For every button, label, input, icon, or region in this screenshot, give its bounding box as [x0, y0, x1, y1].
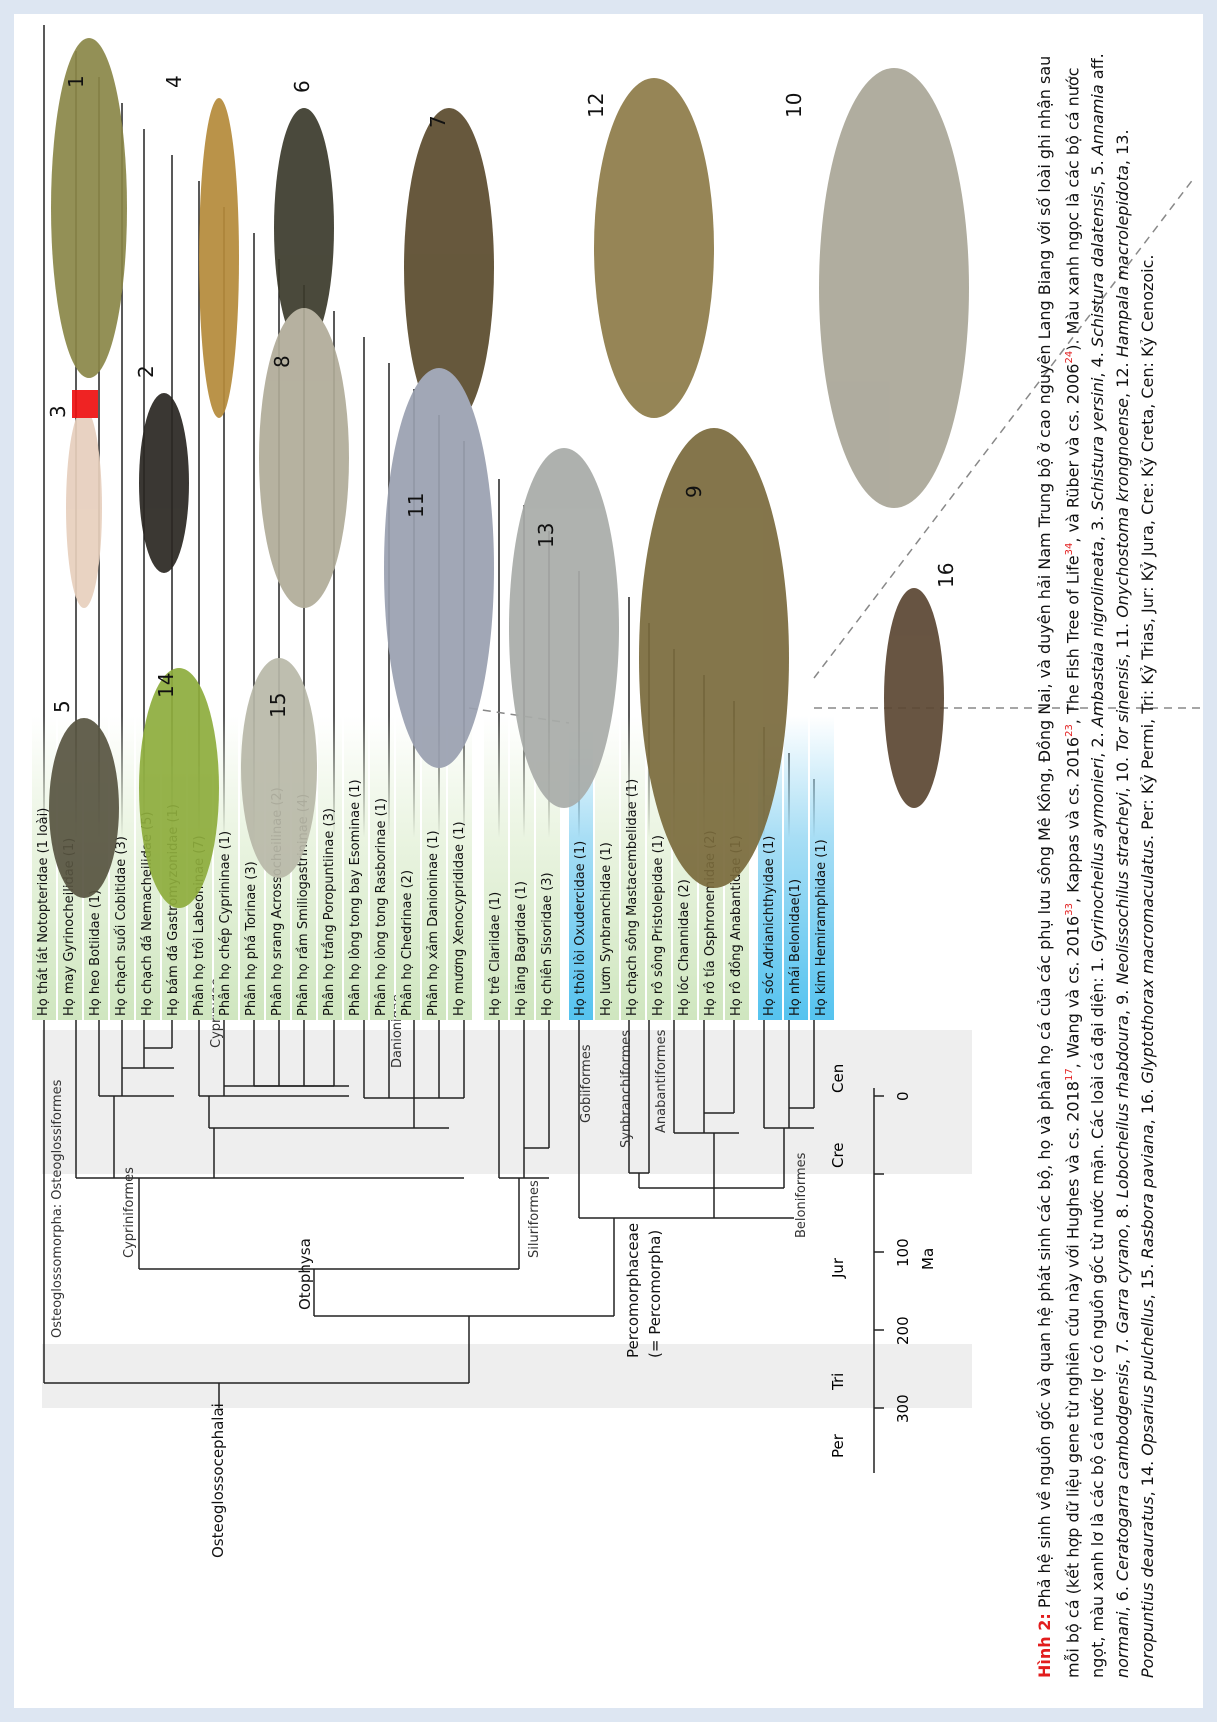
- group-siluriformes: Siluriformes: [527, 1180, 542, 1258]
- taxon-label: Họ sóc Adrianichthyidae (1): [758, 716, 782, 1020]
- rotated-figure: Osteoglossomorpha: Osteoglossiformes Ost…: [14, 14, 1203, 1708]
- species: Opsarius pulchellus: [1138, 1299, 1157, 1455]
- tick-300: 300: [894, 1394, 912, 1423]
- taxon-label: Phân họ xảm Danioninae (1): [422, 716, 446, 1020]
- species: Rasbora paviana: [1138, 1124, 1157, 1258]
- taxon-label: Họ rô sông Pristolepidae (1): [647, 716, 671, 1020]
- fish-number: 9: [682, 485, 706, 498]
- group-synbranchiformes: Synbranchiformes: [619, 1030, 634, 1148]
- figure-panel: Osteoglossomorpha: Osteoglossiformes Ost…: [14, 14, 1203, 1708]
- species: Schistura dalatensis: [1088, 186, 1107, 347]
- tick-0: 0: [894, 1091, 912, 1101]
- taxon-label: Họ thòi lòi Oxudercidae (1): [569, 716, 593, 1020]
- taxon-label: Phân họ srang Acrossocheilinae (2): [266, 716, 290, 1020]
- group-cypriniformes: Cypriniformes: [122, 1167, 137, 1258]
- caption-text: Per: Kỷ Permi, Tri: Kỷ Trias, Jur: Kỷ Ju…: [1138, 254, 1157, 829]
- species: Poropuntius deauratus: [1138, 1496, 1157, 1678]
- taxon-label: Phân họ lòng tong Rasborinae (1): [370, 716, 394, 1020]
- taxon-label: Họ chạch suối Cobitidae (3): [110, 716, 134, 1020]
- taxon-label: Họ lóc Channidae (2): [673, 716, 697, 1020]
- species: Hampala macrolepidota: [1113, 165, 1132, 357]
- species: Onychostoma krongnoense: [1113, 398, 1132, 618]
- period-cre: Cre: [829, 1142, 847, 1168]
- taxon-label: Phân họ rầm Smiliogastrininae (4): [292, 716, 316, 1020]
- fish-number: 14: [154, 673, 178, 698]
- fish-number: 2: [134, 365, 158, 378]
- taxon-label: Họ thát lát Notopteridae (1 loài): [32, 716, 56, 1020]
- species: Gyrinocheilus aymonieri: [1088, 758, 1107, 952]
- period-tri: Tri: [829, 1373, 847, 1390]
- taxon-label: Phân họ chép Cyprininae (1): [214, 716, 238, 1020]
- group-otophysa: Otophysa: [296, 1238, 314, 1310]
- ref: 17: [1064, 1068, 1075, 1081]
- period-cen: Cen: [829, 1064, 847, 1093]
- species: Annamia: [1088, 84, 1107, 155]
- taxon-label: Phân họ Chedrinae (2): [396, 716, 420, 1020]
- taxon-label: Họ rô tía Osphronemidae (2): [699, 716, 723, 1020]
- taxon-label: Họ may Gyrinocheilidae (1): [58, 716, 82, 1020]
- taxon-label: Họ lươn Synbranchidae (1): [595, 716, 619, 1020]
- period-jur: Jur: [829, 1258, 847, 1278]
- species: Garra cyrano: [1113, 1229, 1132, 1334]
- taxon-label: Họ lăng Bagridae (1): [510, 716, 534, 1020]
- fish-number: 12: [584, 93, 608, 118]
- group-beloniformes: Beloniformes: [794, 1153, 809, 1238]
- fish-number: 3: [46, 405, 70, 418]
- caption-text: , Wang và cs. 2016: [1063, 916, 1082, 1069]
- fish-number: 8: [270, 355, 294, 368]
- species: Tor sinensis: [1113, 659, 1132, 752]
- fish-number: 1: [64, 75, 88, 88]
- taxon-label: Họ heo Botiidae (1): [84, 716, 108, 1020]
- taxon-label: Họ bám đá Gastromyzonidae (1): [162, 716, 186, 1020]
- caption-text: , và Rüber và cs. 2006: [1063, 364, 1082, 543]
- species: normani: [1113, 1612, 1132, 1678]
- taxon-label: Họ nhái Belonidae(1): [784, 716, 808, 1020]
- species: Schistura yersini: [1088, 378, 1107, 511]
- taxon-label: Họ kim Hemiramphidae (1): [810, 716, 834, 1020]
- tick-200: 200: [894, 1316, 912, 1345]
- group-percomorphaceae: Percomorphaceae: [624, 1223, 642, 1358]
- figure-caption: Hình 2: Phả hệ sinh về nguồn gốc và quan…: [1032, 38, 1160, 1678]
- fish-number: 16: [934, 563, 958, 588]
- taxon-label: Họ chạch sông Mastacembelidae (1): [621, 716, 645, 1020]
- species: Ceratogarra cambodgensis: [1113, 1364, 1132, 1581]
- fish-number: 6: [290, 80, 314, 93]
- period-per: Per: [829, 1434, 847, 1458]
- figure-label: Hình 2:: [1035, 1613, 1054, 1678]
- taxon-label: Phân họ lòng tong bay Esominae (1): [344, 716, 368, 1020]
- axis-unit: Ma: [919, 1248, 937, 1270]
- taxon-label: Họ chiên Sisoridae (3): [536, 716, 560, 1020]
- group-percomorpha: (= Percomorpha): [646, 1230, 664, 1358]
- taxon-label: Phân họ trôi Labeoninae (7): [188, 716, 212, 1020]
- taxon-label: Họ mương Xenocyprididae (1): [448, 716, 472, 1020]
- fish-number: 5: [50, 700, 74, 713]
- fish-number: 10: [782, 93, 806, 118]
- species: Neolissochilus stracheyi: [1113, 792, 1132, 984]
- group-anabantiformes: Anabantiformes: [654, 1030, 669, 1133]
- fish-number: 13: [534, 523, 558, 548]
- group-osteoglossocephalai: Osteoglossocephalai: [209, 1403, 227, 1558]
- taxon-label: Họ trê Clariidae (1): [484, 716, 508, 1020]
- ref: 24: [1064, 351, 1075, 364]
- species: Lobocheilus rhabdoura: [1113, 1015, 1132, 1198]
- fish-number: 11: [404, 493, 428, 518]
- species: Ambastaia nigrolineata: [1088, 541, 1107, 727]
- fish-number: 15: [266, 693, 290, 718]
- taxon-label: Họ rô đồng Anabantidae (1): [725, 716, 749, 1020]
- caption-text: , Kappas và cs. 2016: [1063, 737, 1082, 903]
- species: Glyptothorax macromaculatus: [1138, 840, 1157, 1084]
- ref: 34: [1064, 543, 1075, 556]
- taxon-label: Phân họ phá Torinae (3): [240, 716, 264, 1020]
- group-gobiiformes: Gobiiformes: [579, 1044, 594, 1123]
- taxon-label: Họ chạch đá Nemacheilidae (5): [136, 716, 160, 1020]
- ref: 23: [1064, 724, 1075, 737]
- caption-text: , The Fish Tree of Life: [1063, 555, 1082, 724]
- group-osteoglossomorpha: Osteoglossomorpha: Osteoglossiformes: [50, 1080, 65, 1338]
- taxon-label: Phân họ trắng Poropuntiinae (3): [318, 716, 342, 1020]
- fish-number: 7: [426, 115, 450, 128]
- caption-text: aff.: [1088, 53, 1107, 79]
- ref: 33: [1064, 903, 1075, 916]
- fish-number: 4: [162, 75, 186, 88]
- tick-100: 100: [894, 1238, 912, 1267]
